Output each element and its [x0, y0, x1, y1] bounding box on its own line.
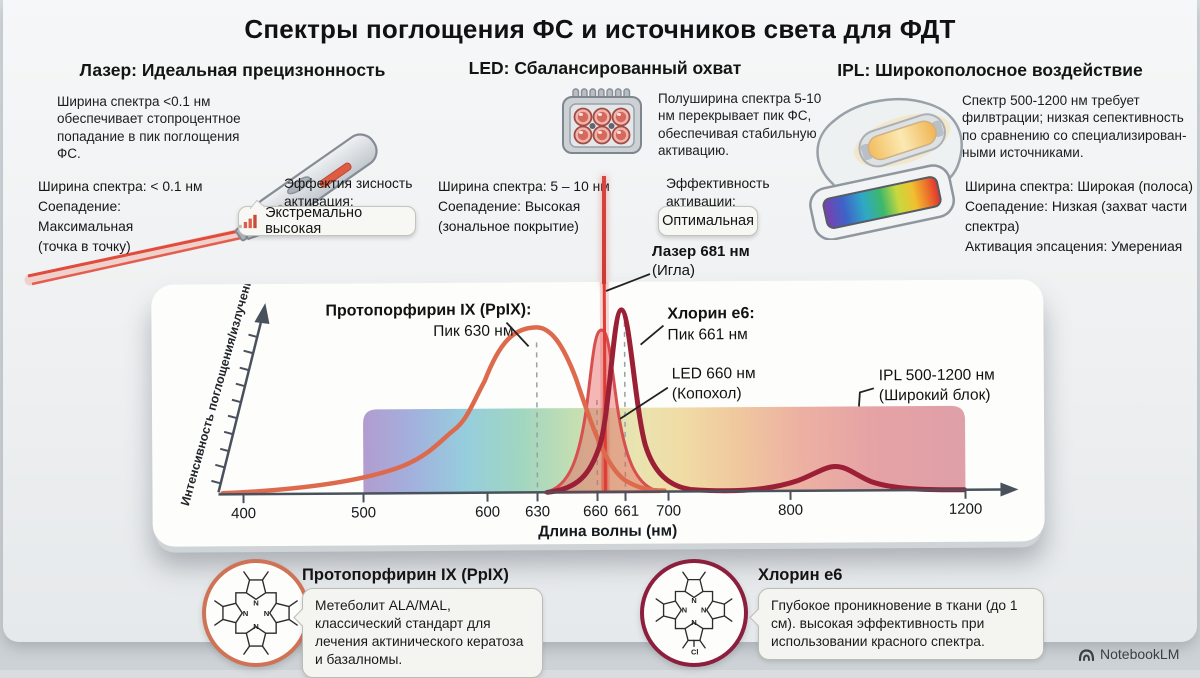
ce6-callout-value: Пик 661 нм	[667, 326, 747, 343]
laser-badge-label: Экстремально высокая	[265, 205, 415, 237]
ipl-spec-width: Ширина спектра: Широкая (полоса)	[965, 178, 1200, 196]
svg-text:630: 630	[525, 503, 550, 520]
ppix-callout-title: Протопорфирин IX (PpIX):	[325, 301, 531, 319]
ipl-callout-title: IPL 500-1200 нм	[879, 367, 995, 385]
svg-text:N: N	[682, 606, 687, 615]
y-axis-arrow	[254, 303, 269, 324]
ppix-card-title: Протопорфирин IX (PpIX)	[302, 566, 509, 585]
led-spec-match-note: (зональное покрытие)	[438, 218, 668, 236]
laser-spike-line	[604, 282, 605, 492]
x-axis-label: Длина волны (нм)	[538, 523, 677, 541]
footer-brand-label: NotebookLM	[1100, 646, 1179, 662]
ce6-callout-title: Хлорин e6:	[667, 305, 754, 323]
led-device-illustration	[553, 84, 653, 162]
laser-spec-match-label: Соепадение:	[38, 198, 268, 216]
svg-text:N: N	[253, 598, 259, 607]
laser-spec-match-value: Максимальная	[38, 218, 268, 236]
ce6-card-title: Хлорин e6	[758, 566, 842, 585]
ipl-device-illustration	[805, 88, 975, 240]
ipl-section-header: IPL: Широкополосное воздействие	[825, 60, 1155, 81]
led-callout-note: (Копохол)	[672, 385, 742, 402]
svg-text:700: 700	[656, 502, 681, 519]
chart-callouts: Протопорфирин IX (PpIX): Пик 630 нм Хлор…	[325, 299, 995, 421]
laser-specs: Ширина спектра: < 0.1 нм Соепадение: Мак…	[38, 178, 268, 258]
y-axis-label: Интенсивность поглощения/излучения	[178, 279, 257, 507]
svg-text:400: 400	[231, 505, 256, 522]
laser-callout-note: (Игла)	[652, 262, 750, 281]
notebooklm-logo-icon	[1078, 647, 1095, 662]
cl-substituent-label: Cl	[691, 648, 698, 657]
svg-text:N: N	[253, 622, 259, 631]
ipl-spec-activation: Активация эпсацения: Умерениая	[965, 238, 1200, 256]
ce6-card-note: Гпубокое проникновение в ткани (до 1 см)…	[758, 588, 1044, 660]
led-spec-match: Соепадение: Высокая	[438, 198, 668, 216]
x-axis-arrow	[1000, 482, 1018, 496]
svg-text:N: N	[691, 618, 696, 627]
ipl-callout-note: (Широкий блок)	[879, 387, 991, 405]
led-spec-width: Ширина спектра: 5 – 10 нм	[438, 178, 668, 196]
laser-section-header: Лазер: Идеальная прецизнонность	[40, 60, 425, 81]
footer-brand: NotebookLM	[1078, 646, 1179, 662]
svg-text:500: 500	[351, 504, 376, 521]
svg-text:1200: 1200	[949, 501, 982, 518]
ppix-card-note: Метеболит ALA/MAL, классический стандарт…	[302, 588, 543, 678]
svg-text:660: 660	[583, 503, 608, 520]
svg-text:N: N	[243, 609, 249, 618]
svg-text:600: 600	[475, 504, 500, 521]
ipl-specs: Ширина спектра: Широкая (полоса) Соепаде…	[965, 178, 1200, 258]
ipl-spec-match: Соепадение: Низкая (захват части	[965, 198, 1200, 216]
laser-callout: Лазер 681 нм (Игла)	[652, 243, 750, 281]
led-effectiveness-badge: Оптимальная	[658, 206, 758, 236]
bar-chart-icon	[239, 213, 258, 229]
page-title: Спектры поглощения ФС и источников света…	[0, 14, 1200, 45]
laser-spec-width: Ширина спектра: < 0.1 нм	[38, 178, 268, 196]
spectra-chart: 400 500 600 630 660 661 700 800 1200 Дли…	[151, 279, 1045, 546]
x-axis-tick-labels: 400 500 600 630 660 661 700 800 1200	[231, 501, 982, 523]
svg-text:N: N	[691, 596, 696, 605]
svg-text:N: N	[701, 606, 706, 615]
led-description: Полуширина спектра 5-10 нм перекрывает п…	[658, 90, 826, 159]
ppix-callout-value: Пик 630 нм	[433, 323, 513, 340]
led-specs: Ширина спектра: 5 – 10 нм Соепадение: Вы…	[438, 178, 668, 238]
ipl-spec-match-cont: спектра)	[965, 218, 1200, 236]
led-callout-title: LED 660 нм	[672, 365, 756, 383]
laser-callout-title: Лазер 681 нм	[652, 243, 750, 262]
led-badge-label: Оптимальная	[662, 213, 754, 229]
svg-text:800: 800	[778, 502, 803, 519]
laser-callout-connector	[596, 246, 660, 296]
laser-spec-match-note: (точка в точку)	[38, 238, 268, 256]
spectra-chart-panel: 400 500 600 630 660 661 700 800 1200 Дли…	[151, 279, 1045, 546]
led-diodes	[575, 109, 630, 144]
svg-text:N: N	[264, 609, 270, 618]
ipl-description: Спектр 500-1200 нм требует филвтрации; н…	[962, 92, 1194, 161]
svg-text:661: 661	[614, 503, 639, 520]
led-section-header: LED: Сбалансированный охват	[450, 58, 760, 79]
laser-effectiveness-badge: Экстремально высокая	[238, 206, 416, 236]
